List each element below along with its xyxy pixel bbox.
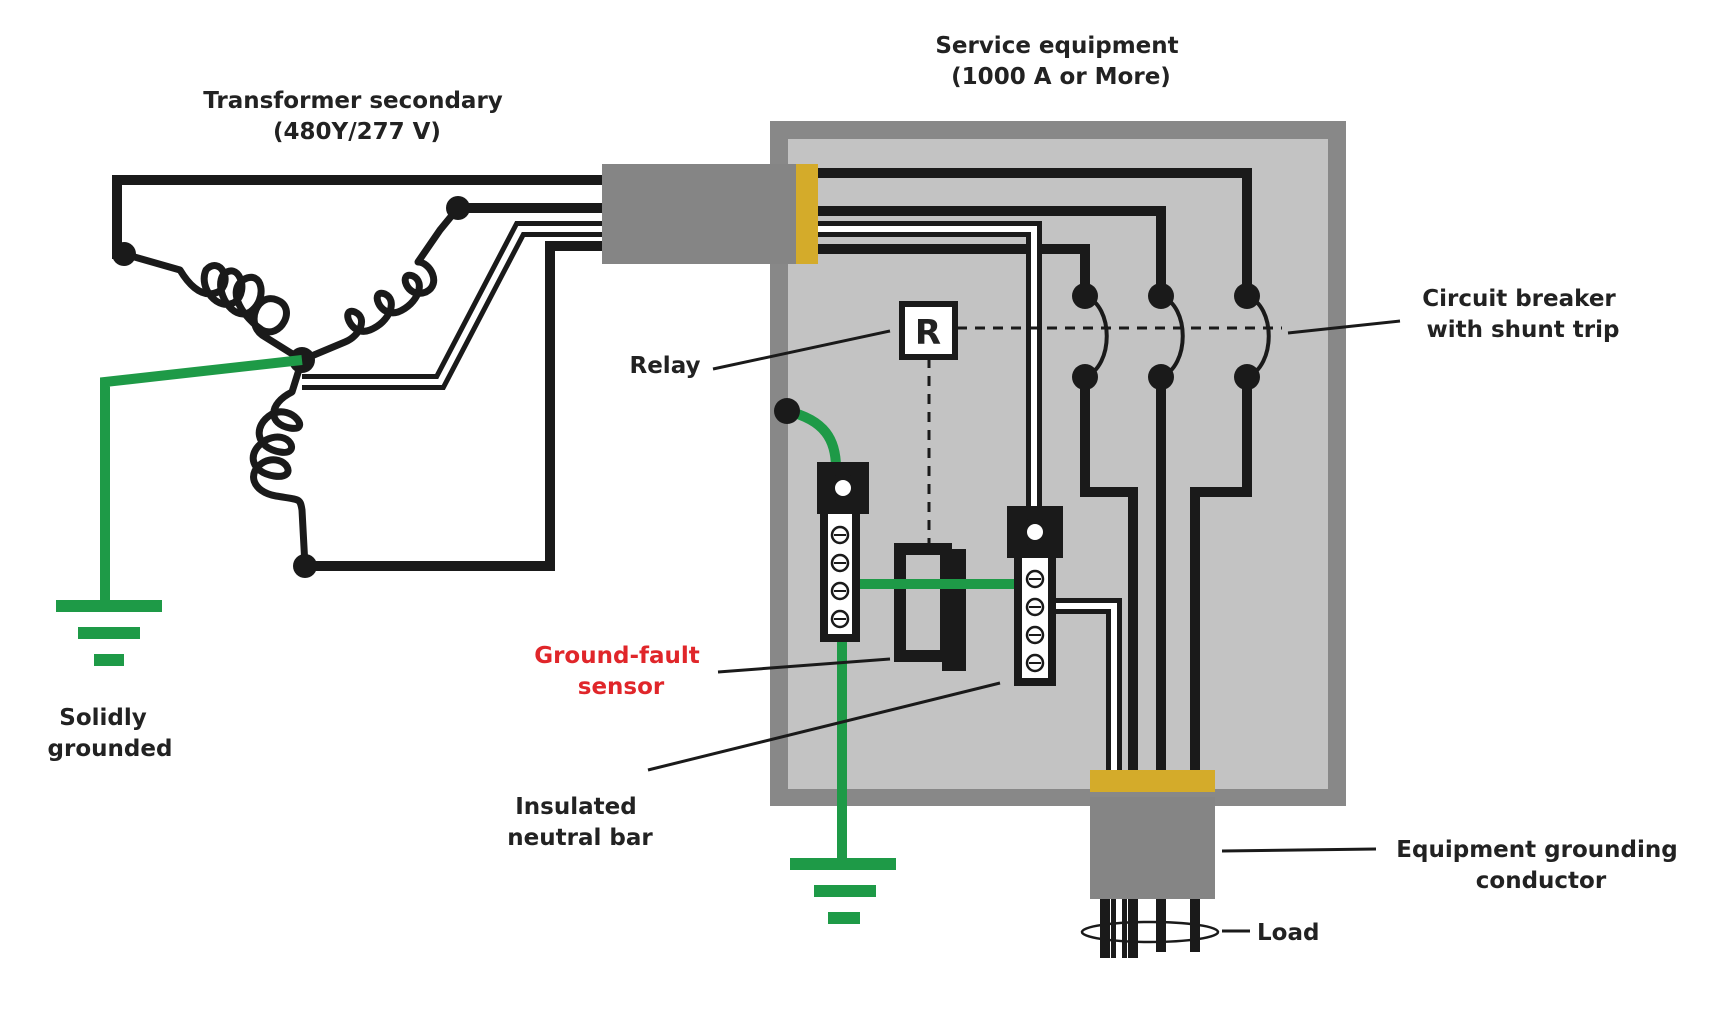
neutral-bar-label-line1: Insulated xyxy=(515,794,636,820)
neutral-bar-label-line2: neutral bar xyxy=(507,825,653,851)
egc-leader xyxy=(1221,847,1377,853)
phase-conductor-a xyxy=(112,175,610,259)
transformer-label-line2: (480Y/277 V) xyxy=(273,119,441,145)
solidly-grounded-label: Solidly grounded xyxy=(48,705,173,762)
transformer-wye xyxy=(120,204,462,570)
service-phase-b xyxy=(818,206,1166,296)
relay-box xyxy=(899,301,958,360)
egc-label: Equipment grounding conductor xyxy=(1396,837,1685,894)
service-equipment-label-line2: (1000 A or More) xyxy=(951,64,1171,90)
supply-neutral-outline xyxy=(302,221,610,390)
supply-neutral xyxy=(302,226,610,385)
transformer-label-line1: Transformer secondary xyxy=(203,88,503,114)
ground-fault-sensor-label-line1: Ground-fault xyxy=(534,643,700,669)
circuit-breaker-label-line2: with shunt trip xyxy=(1426,317,1619,343)
load-neutral xyxy=(1050,603,1117,770)
supply-bushing xyxy=(796,164,818,264)
load-bushing xyxy=(1090,770,1215,792)
load-label: Load xyxy=(1257,920,1319,946)
winding-coil-c xyxy=(249,356,309,570)
circuit-breaker-label: Circuit breaker with shunt trip xyxy=(1422,286,1624,343)
transformer-grounding-conductor xyxy=(100,355,303,604)
ground-fault-sensor xyxy=(893,543,976,671)
neutral-bar-leader xyxy=(647,681,1001,772)
equipment-ground-bar xyxy=(817,462,869,642)
load-conductor-bundle-tie xyxy=(1080,920,1220,944)
relay-label: Relay xyxy=(630,353,701,379)
egc-label-line1: Equipment grounding xyxy=(1396,837,1677,863)
leader-lines xyxy=(647,319,1401,933)
enclosure-bond-dot xyxy=(774,398,800,424)
load-conduit xyxy=(1090,797,1215,899)
insulated-neutral-bar xyxy=(1007,506,1063,686)
transformer-label: Transformer secondary (480Y/277 V) xyxy=(203,88,511,145)
breaker-leader xyxy=(1287,319,1401,335)
service-phase-a xyxy=(818,168,1252,296)
ground-fault-sensor-label-line2: sensor xyxy=(578,674,665,700)
load-phase-a xyxy=(1190,377,1252,770)
ground-symbol-right xyxy=(790,858,896,924)
circuit-breaker-contacts xyxy=(1072,283,1271,390)
supply-conduit xyxy=(602,164,800,264)
winding-coil-a xyxy=(120,250,306,364)
neutral-bar-label: Insulated neutral bar xyxy=(507,794,653,851)
relay-leader xyxy=(712,329,891,371)
service-phase-conductors xyxy=(818,168,1252,770)
ground-fault-sensor-label: Ground-fault sensor xyxy=(534,643,708,700)
solidly-grounded-label-line1: Solidly xyxy=(59,705,146,731)
ground-symbol-left xyxy=(56,600,162,666)
service-equipment-label: Service equipment (1000 A or More) xyxy=(935,33,1186,90)
service-equipment-label-line1: Service equipment xyxy=(935,33,1178,59)
load-phase-c xyxy=(1080,377,1138,770)
winding-coil-b xyxy=(298,204,462,364)
supply-phase-conductors xyxy=(112,175,610,571)
service-neutral xyxy=(818,226,1037,510)
solidly-grounded-label-line2: grounded xyxy=(48,736,173,762)
relay-symbol: R xyxy=(915,313,941,353)
circuit-breaker-label-line1: Circuit breaker xyxy=(1422,286,1616,312)
phase-conductor-c xyxy=(305,241,610,571)
gfs-leader xyxy=(717,657,891,674)
egc-label-line2: conductor xyxy=(1476,868,1607,894)
service-phase-c xyxy=(818,244,1090,296)
